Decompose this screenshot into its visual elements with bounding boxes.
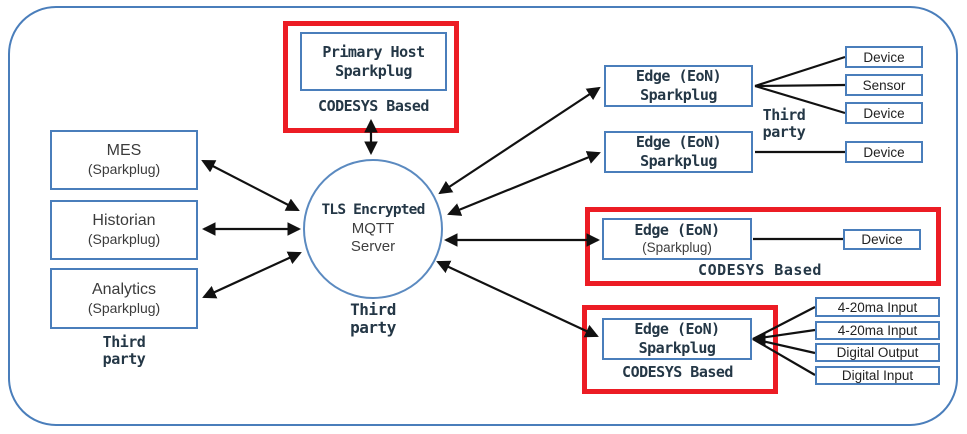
node-edge-1-line1: Edge (EoN): [635, 67, 722, 86]
io-box-420ma-input-1: 4-20ma Input: [815, 297, 940, 317]
node-primary-host: Primary Host Sparkplug: [300, 32, 447, 91]
node-primary-host-line2: Sparkplug: [335, 61, 412, 80]
device-box: Device: [843, 229, 921, 250]
caption-third-party-right-line2: party: [762, 122, 806, 141]
node-analytics-subtitle: (Sparkplug): [87, 299, 161, 316]
node-edge-4: Edge (EoN) Sparkplug: [602, 318, 752, 360]
node-edge-3-line1: Edge (EoN): [634, 221, 720, 240]
node-edge-2: Edge (EoN) Sparkplug: [604, 131, 753, 173]
node-mqtt-server-line2: MQTT: [351, 219, 395, 237]
caption-third-party-right-line1: Third: [762, 106, 806, 124]
node-mqtt-server: TLS Encrypted MQTT Server: [303, 159, 443, 299]
caption-third-party-left-line2: party: [102, 349, 146, 368]
node-edge-3-line2: (Sparkplug): [642, 239, 712, 255]
caption-codesys-edge-3: CODESYS Based: [698, 261, 822, 279]
caption-third-party-center: Third party: [303, 301, 443, 336]
io-box-420ma-input-2: 4-20ma Input: [815, 321, 940, 340]
caption-third-party-center-line1: Third: [350, 300, 396, 319]
diagram-outer-frame: [8, 6, 958, 426]
node-mes-title: MES: [106, 142, 142, 160]
caption-codesys-edge-4: CODESYS Based: [622, 363, 733, 381]
node-edge-2-line2: Sparkplug: [640, 152, 717, 170]
node-historian: Historian (Sparkplug): [50, 200, 198, 260]
node-analytics: Analytics (Sparkplug): [50, 268, 198, 329]
node-edge-3: Edge (EoN) (Sparkplug): [602, 218, 752, 260]
node-analytics-title: Analytics: [91, 280, 157, 298]
device-box: Device: [845, 141, 923, 163]
io-box-digital-input: Digital Input: [815, 366, 940, 385]
node-edge-2-line1: Edge (EoN): [635, 133, 722, 152]
caption-third-party-left: Third party: [50, 334, 198, 367]
node-edge-1-line2: Sparkplug: [640, 86, 717, 104]
node-mes-subtitle: (Sparkplug): [87, 161, 161, 178]
node-historian-subtitle: (Sparkplug): [87, 231, 161, 248]
node-edge-4-line2: Sparkplug: [638, 339, 716, 357]
caption-third-party-center-line2: party: [350, 317, 396, 337]
node-mes: MES (Sparkplug): [50, 130, 198, 190]
caption-codesys-primary: CODESYS Based: [318, 97, 429, 115]
node-primary-host-line1: Primary Host: [322, 42, 425, 61]
caption-third-party-right: Third party: [738, 107, 830, 140]
node-edge-4-line1: Edge (EoN): [634, 320, 720, 339]
io-box-digital-output: Digital Output: [815, 343, 940, 362]
sensor-box: Sensor: [845, 74, 923, 96]
node-historian-title: Historian: [92, 212, 156, 230]
node-mqtt-server-line1: TLS Encrypted: [321, 202, 425, 219]
caption-third-party-left-line1: Third: [102, 333, 146, 351]
device-box: Device: [845, 102, 923, 124]
node-edge-1: Edge (EoN) Sparkplug: [604, 65, 753, 107]
node-mqtt-server-line3: Server: [350, 237, 396, 255]
device-box: Device: [845, 46, 923, 68]
